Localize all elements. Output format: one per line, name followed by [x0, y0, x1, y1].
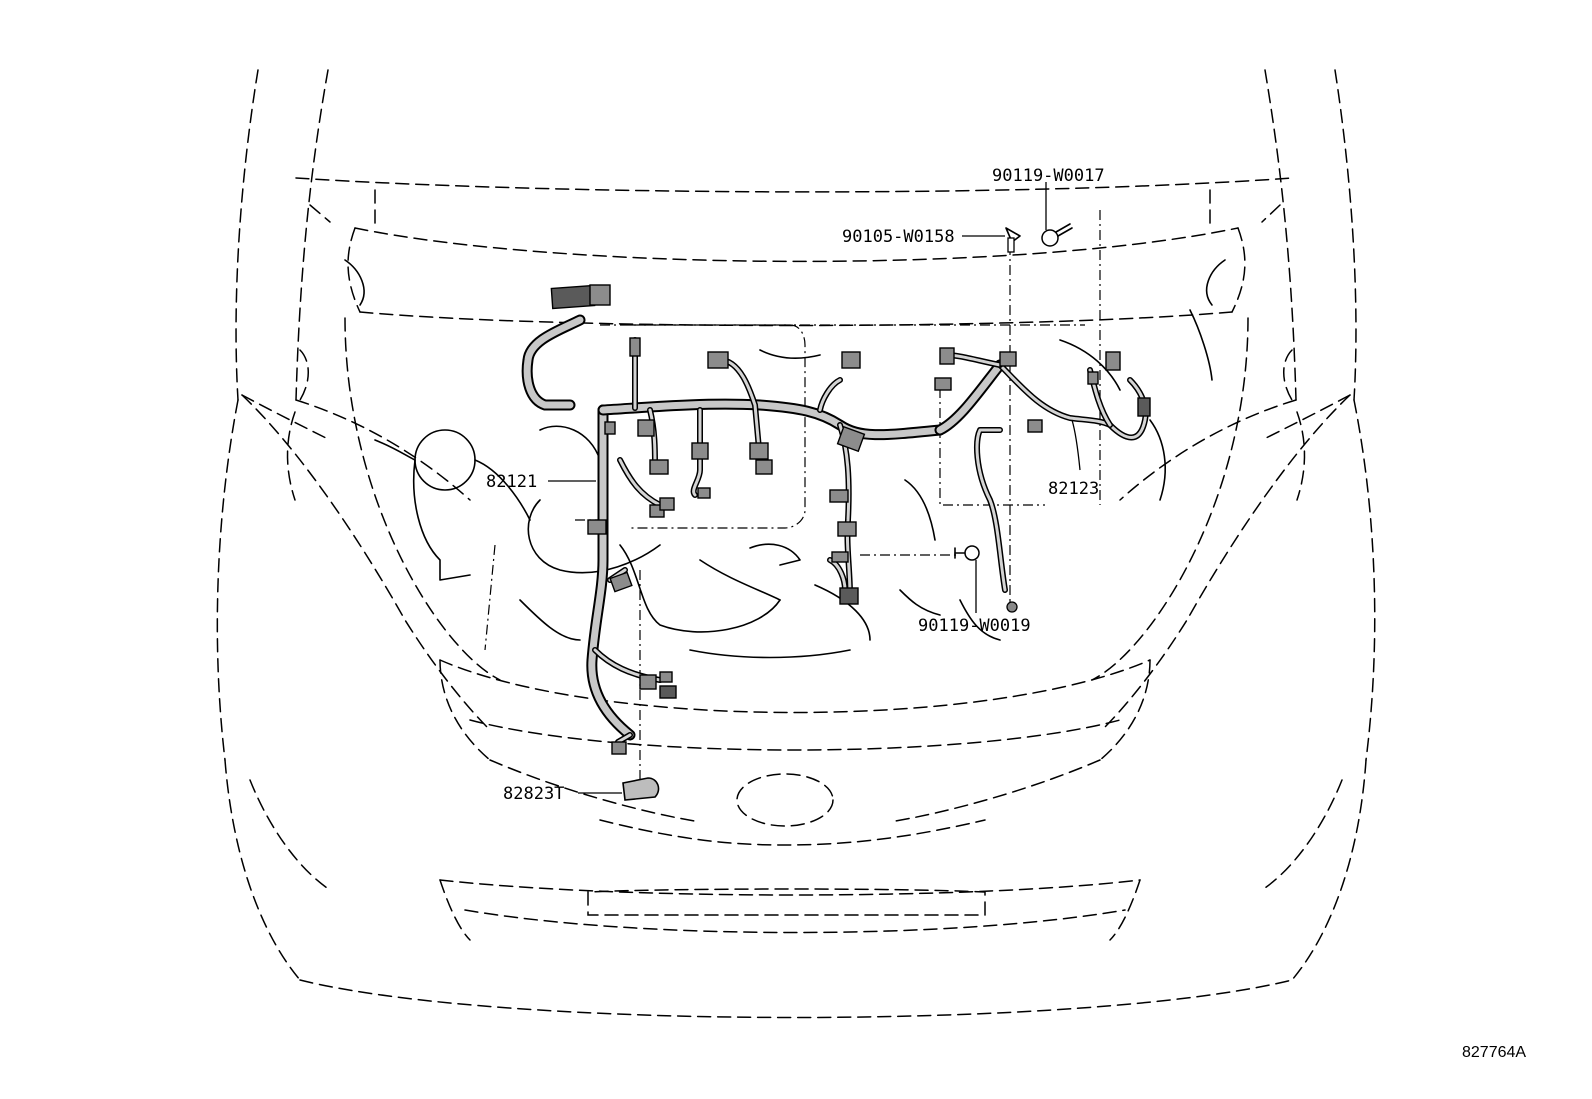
connector — [550, 284, 596, 310]
connector — [589, 284, 611, 306]
label-82121: 82121 — [486, 472, 537, 492]
clamp-82823T — [622, 777, 660, 801]
connector — [659, 685, 677, 699]
connector — [934, 377, 952, 391]
connector — [707, 351, 729, 369]
bolt-90119-W0017 — [1041, 223, 1073, 247]
vehicle-body-outline — [216, 69, 1376, 1019]
bolt-90119-W0019 — [954, 545, 980, 561]
bolt-90105-W0158 — [1005, 227, 1021, 253]
connector — [939, 347, 955, 365]
connector — [837, 521, 857, 537]
connector — [839, 587, 859, 605]
figure-reference: 827764A — [1462, 1044, 1526, 1061]
connector — [659, 671, 673, 683]
connector — [1105, 351, 1121, 371]
connector — [1137, 397, 1151, 417]
connector — [1087, 371, 1099, 385]
label-82823T: 82823T — [503, 784, 564, 804]
connectors — [550, 284, 1151, 755]
label-90119-W0019: 90119-W0019 — [918, 616, 1031, 636]
connector — [649, 459, 669, 475]
connector — [587, 519, 607, 535]
connector — [749, 442, 769, 460]
label-90119-W0017: 90119-W0017 — [992, 166, 1105, 186]
wire-harness-82121 — [521, 314, 1006, 745]
connector — [629, 337, 641, 357]
reference-boxes — [484, 210, 1101, 790]
connector — [691, 442, 709, 460]
leader-lines — [548, 182, 1081, 794]
connector — [841, 351, 861, 369]
engine-bay-components — [344, 259, 1226, 659]
connector — [659, 497, 675, 511]
label-90105-W0158: 90105-W0158 — [842, 227, 955, 247]
connector — [697, 487, 711, 499]
ground-terminal — [1006, 601, 1018, 613]
connector — [604, 421, 616, 435]
connector — [637, 419, 655, 437]
connector — [1027, 419, 1043, 433]
connector — [829, 489, 849, 503]
label-82123: 82123 — [1048, 479, 1099, 499]
connector — [999, 351, 1017, 367]
connector — [609, 571, 633, 593]
connector — [611, 741, 627, 755]
connector — [639, 674, 657, 690]
connector — [755, 459, 773, 475]
connector — [836, 425, 866, 453]
connector — [831, 551, 849, 563]
